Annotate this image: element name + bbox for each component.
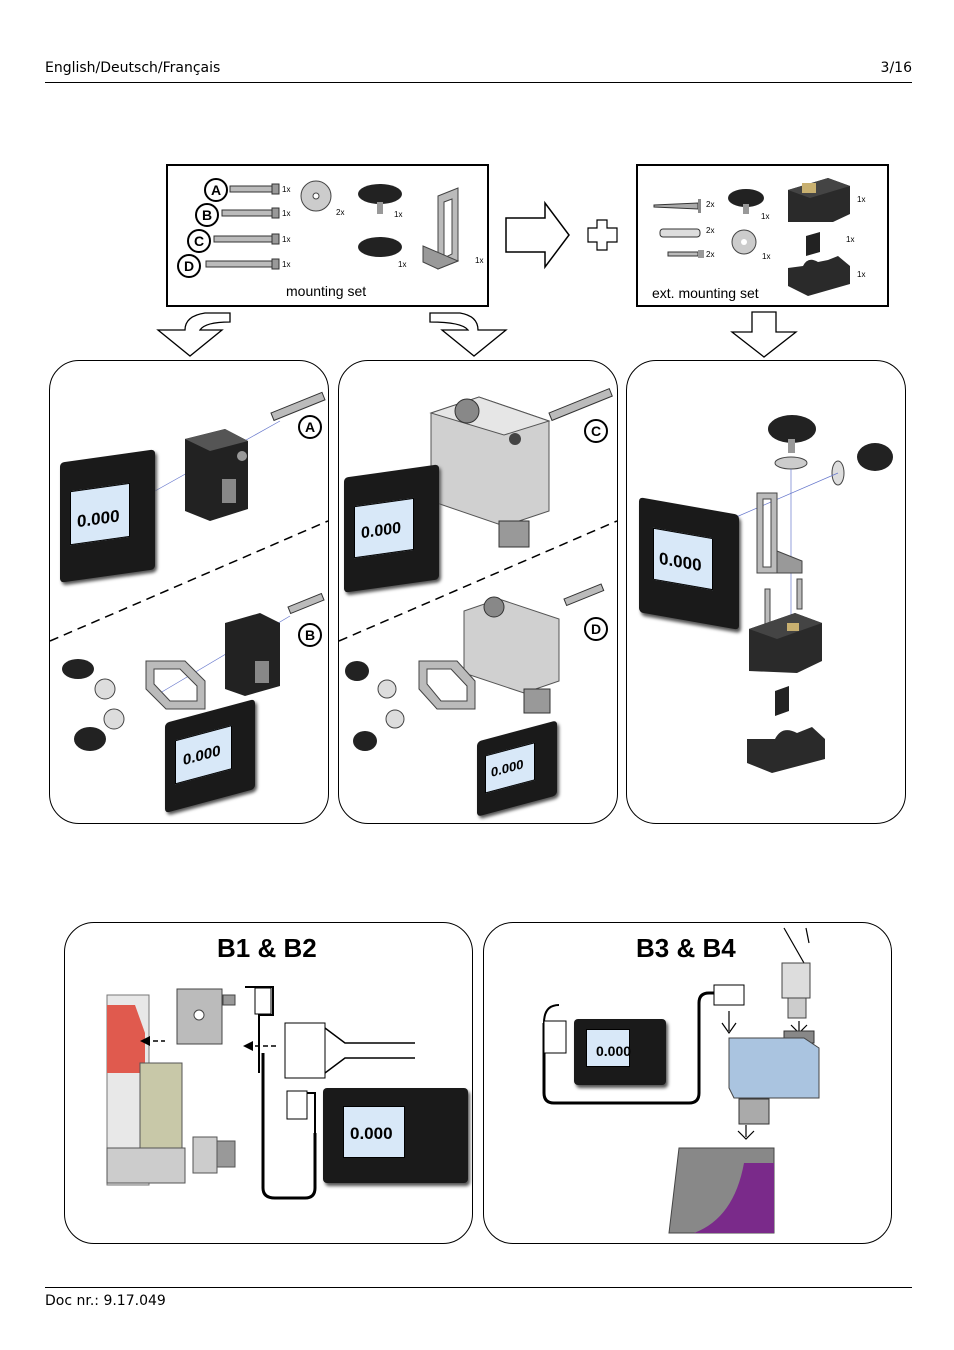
qty-washer: 2x [336,208,345,217]
mounting-set-drawing [205,180,460,270]
panel-ext-mount: 0.000 [626,360,906,824]
qty-ext-knob: 1x [761,212,770,221]
display-device: 0.000 [60,449,155,583]
doc-number: Doc nr.: 9.17.049 [45,1293,166,1309]
panel-letter-a: A [298,415,322,439]
qty-bolt: 1x [282,260,291,269]
panel-mount-a-b: A B 0.000 0.000 [49,360,329,824]
letter-b: B [195,203,219,227]
qty-bolt: 1x [282,209,291,218]
qty-screw: 2x [706,200,715,209]
qty-bracket: 1x [475,256,484,265]
display-device: 0.000 [639,497,739,630]
title-b3-b4: B3 & B4 [636,933,736,963]
display-device: 0.000 [574,1019,666,1085]
panel-letter-c: C [584,419,608,443]
page-number: 3/16 [880,60,912,76]
letter-a: A [204,178,228,202]
display-reading: 0.000 [350,1124,393,1143]
panel-letter-d: D [584,617,608,641]
b1-b2-drawing [106,986,415,1200]
b3-b4-drawing [542,927,820,1234]
qty-base: 1x [857,270,866,279]
panel-mount-c-d: C D 0.000 0.000 [338,360,618,824]
qty-ext-washer: 1x [762,252,771,261]
ext-mounting-set-drawing [653,178,850,296]
mounting-set-caption: mounting set [286,283,367,299]
display-device: 0.000 [323,1088,468,1183]
ext-mounting-set-box: 2x 2x 2x 1x 1x 1x 1x 1x ext. mounting se… [636,164,889,307]
page-header: English/Deutsch/Français 3/16 [45,60,912,83]
panel-b1-b2: B1 & B2 0.000 [64,922,473,1244]
qty-clip: 1x [846,235,855,244]
ext-mounting-set-caption: ext. mounting set [652,285,759,301]
mounting-set-box: A B C D 1x 1x 1x 1x 2x 1x 1x 1x mounting… [166,164,489,307]
display-device: 0.000 [344,464,439,593]
qty-ext-bolt: 2x [706,250,715,259]
qty-knob: 1x [394,210,403,219]
panel-1-drawing [50,391,328,751]
qty-bolt: 1x [282,235,291,244]
letter-c: C [187,229,211,253]
panel-b3-b4: B3 & B4 0.000 [483,922,892,1244]
panel-letter-b: B [298,623,322,647]
qty-plug: 2x [706,226,715,235]
letter-d: D [177,254,201,278]
title-b1-b2: B1 & B2 [217,933,317,963]
display-reading: 0.000 [596,1043,632,1059]
qty-knob: 1x [398,260,407,269]
qty-block: 1x [857,195,866,204]
panel-3-drawing [726,415,893,773]
page-footer: Doc nr.: 9.17.049 [45,1287,912,1309]
header-languages: English/Deutsch/Français [45,60,221,76]
qty-bolt: 1x [282,185,291,194]
